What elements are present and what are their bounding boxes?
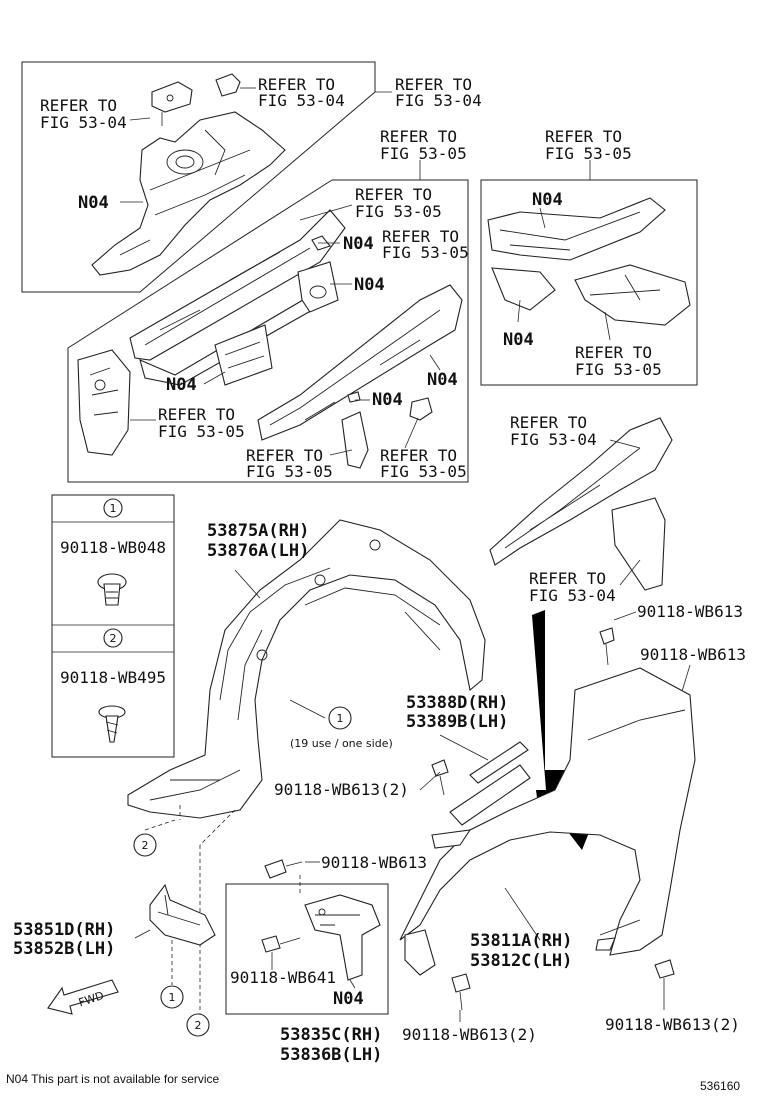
refer-5305-right-box: REFER TO FIG 53-05 xyxy=(575,343,662,379)
n04-right-low: N04 xyxy=(503,330,534,350)
callout-2-left-circle xyxy=(133,833,157,857)
bracket-part-number: 53851D(RH) 53852B(LH) xyxy=(13,920,126,959)
legend-item1-part: 90118-WB048 xyxy=(60,538,166,557)
support-group-frame xyxy=(225,883,389,1015)
n04-rail-low: N04 xyxy=(166,375,197,395)
front-fender-drawing xyxy=(399,667,696,976)
bolt-wb613-2-b: 90118-WB613(2) xyxy=(402,1025,537,1044)
refer-5304-cowl: REFER TO FIG 53-04 xyxy=(510,413,597,449)
forward-direction-arrow: FWD xyxy=(47,979,119,1015)
refer-5304-top-mid: REFER TO FIG 53-04 xyxy=(258,75,345,110)
right-rail-drawing xyxy=(487,197,691,326)
n04-rail-right: N04 xyxy=(427,370,458,390)
callout-2-bottom: 2 xyxy=(195,1019,202,1032)
clip-1-callout: 1 xyxy=(337,712,344,725)
bolt-wb613-2-c: 90118-WB613(2) xyxy=(605,1015,740,1034)
refer-5305-rail-a: REFER TO FIG 53-05 xyxy=(355,185,442,221)
legend-item2-number: 2 xyxy=(110,632,117,645)
support-part-number: 53835C(RH) 53836B(LH) xyxy=(280,1025,393,1065)
fender-part-number: 53811A(RH) 53812C(LH) xyxy=(470,931,583,971)
bolt-wb613-b: 90118-WB613 xyxy=(640,645,746,664)
callout-2-bottom-circle xyxy=(186,1013,210,1037)
rail-group-frame xyxy=(67,179,469,483)
n04-bracket-box: N04 xyxy=(333,989,364,1009)
refer-5305-plate: REFER TO FIG 53-05 xyxy=(158,405,245,441)
bolt-wb613-2-a: 90118-WB613(2) xyxy=(274,780,409,799)
fender-support-drawing xyxy=(261,894,381,981)
fender-seal-drawing xyxy=(449,741,531,826)
n04-bracket-a: N04 xyxy=(343,234,374,254)
n04-right-top: N04 xyxy=(532,190,563,210)
n04-rail-mid: N04 xyxy=(372,390,403,410)
refer-5305-bottom-right: REFER TO FIG 53-05 xyxy=(380,446,467,481)
clip-1-callout-circle xyxy=(328,706,352,730)
bolt-wb613-a: 90118-WB613 xyxy=(637,602,743,621)
bolt-wb641: 90118-WB641 xyxy=(230,968,336,987)
top-left-group-frame xyxy=(21,61,376,293)
bolt-wb613-c: 90118-WB613 xyxy=(321,853,427,872)
refer-5305-right: REFER TO FIG 53-05 xyxy=(545,127,632,163)
refer-5305-rail-b: REFER TO FIG 53-05 xyxy=(382,227,469,262)
assembly-arrow xyxy=(532,610,590,850)
callout-1-bottom-circle xyxy=(160,985,184,1009)
legend-item2-part: 90118-WB495 xyxy=(60,668,166,687)
figure-number: 536160 xyxy=(700,1079,740,1093)
screw-icon xyxy=(98,705,126,743)
refer-5305-mid: REFER TO FIG 53-05 xyxy=(380,127,467,163)
liner-part-number: 53875A(RH) 53876A(LH) xyxy=(207,521,320,561)
refer-5305-bottom-left: REFER TO FIG 53-05 xyxy=(246,446,333,481)
legend-item1-number: 1 xyxy=(110,502,117,515)
clip-legend-table: 1 90118-WB048 2 90118-WB495 xyxy=(51,494,175,758)
rail-assembly-drawing xyxy=(77,209,463,469)
refer-5304-top-left: REFER TO FIG 53-04 xyxy=(40,96,127,132)
bolt-fender-front xyxy=(451,973,471,1011)
callout-2-left: 2 xyxy=(142,839,149,852)
fender-bracket-drawing xyxy=(149,883,216,946)
bolt-top-right xyxy=(599,627,615,666)
bolt-fender-rear xyxy=(654,959,675,1010)
cowl-side-drawing xyxy=(489,417,673,591)
n04-bracket-b: N04 xyxy=(354,275,385,295)
bolt-seal xyxy=(431,759,449,796)
apron-assembly-drawing xyxy=(91,73,286,276)
callout-1-bottom: 1 xyxy=(169,991,176,1004)
footer-note: N04 This part is not available for servi… xyxy=(6,1072,220,1086)
fender-liner-drawing xyxy=(127,519,486,819)
refer-5304-cowl-low: REFER TO FIG 53-04 xyxy=(529,569,616,605)
refer-5304-top-right: REFER TO FIG 53-04 xyxy=(395,75,482,110)
n04-apron: N04 xyxy=(78,193,109,213)
right-group-frame xyxy=(480,179,698,386)
seal-part-number: 53388D(RH) 53389B(LH) xyxy=(406,693,519,732)
push-clip-icon xyxy=(97,573,127,606)
bolt-support-top xyxy=(264,859,303,879)
clip-1-note: (19 use / one side) xyxy=(290,737,393,750)
